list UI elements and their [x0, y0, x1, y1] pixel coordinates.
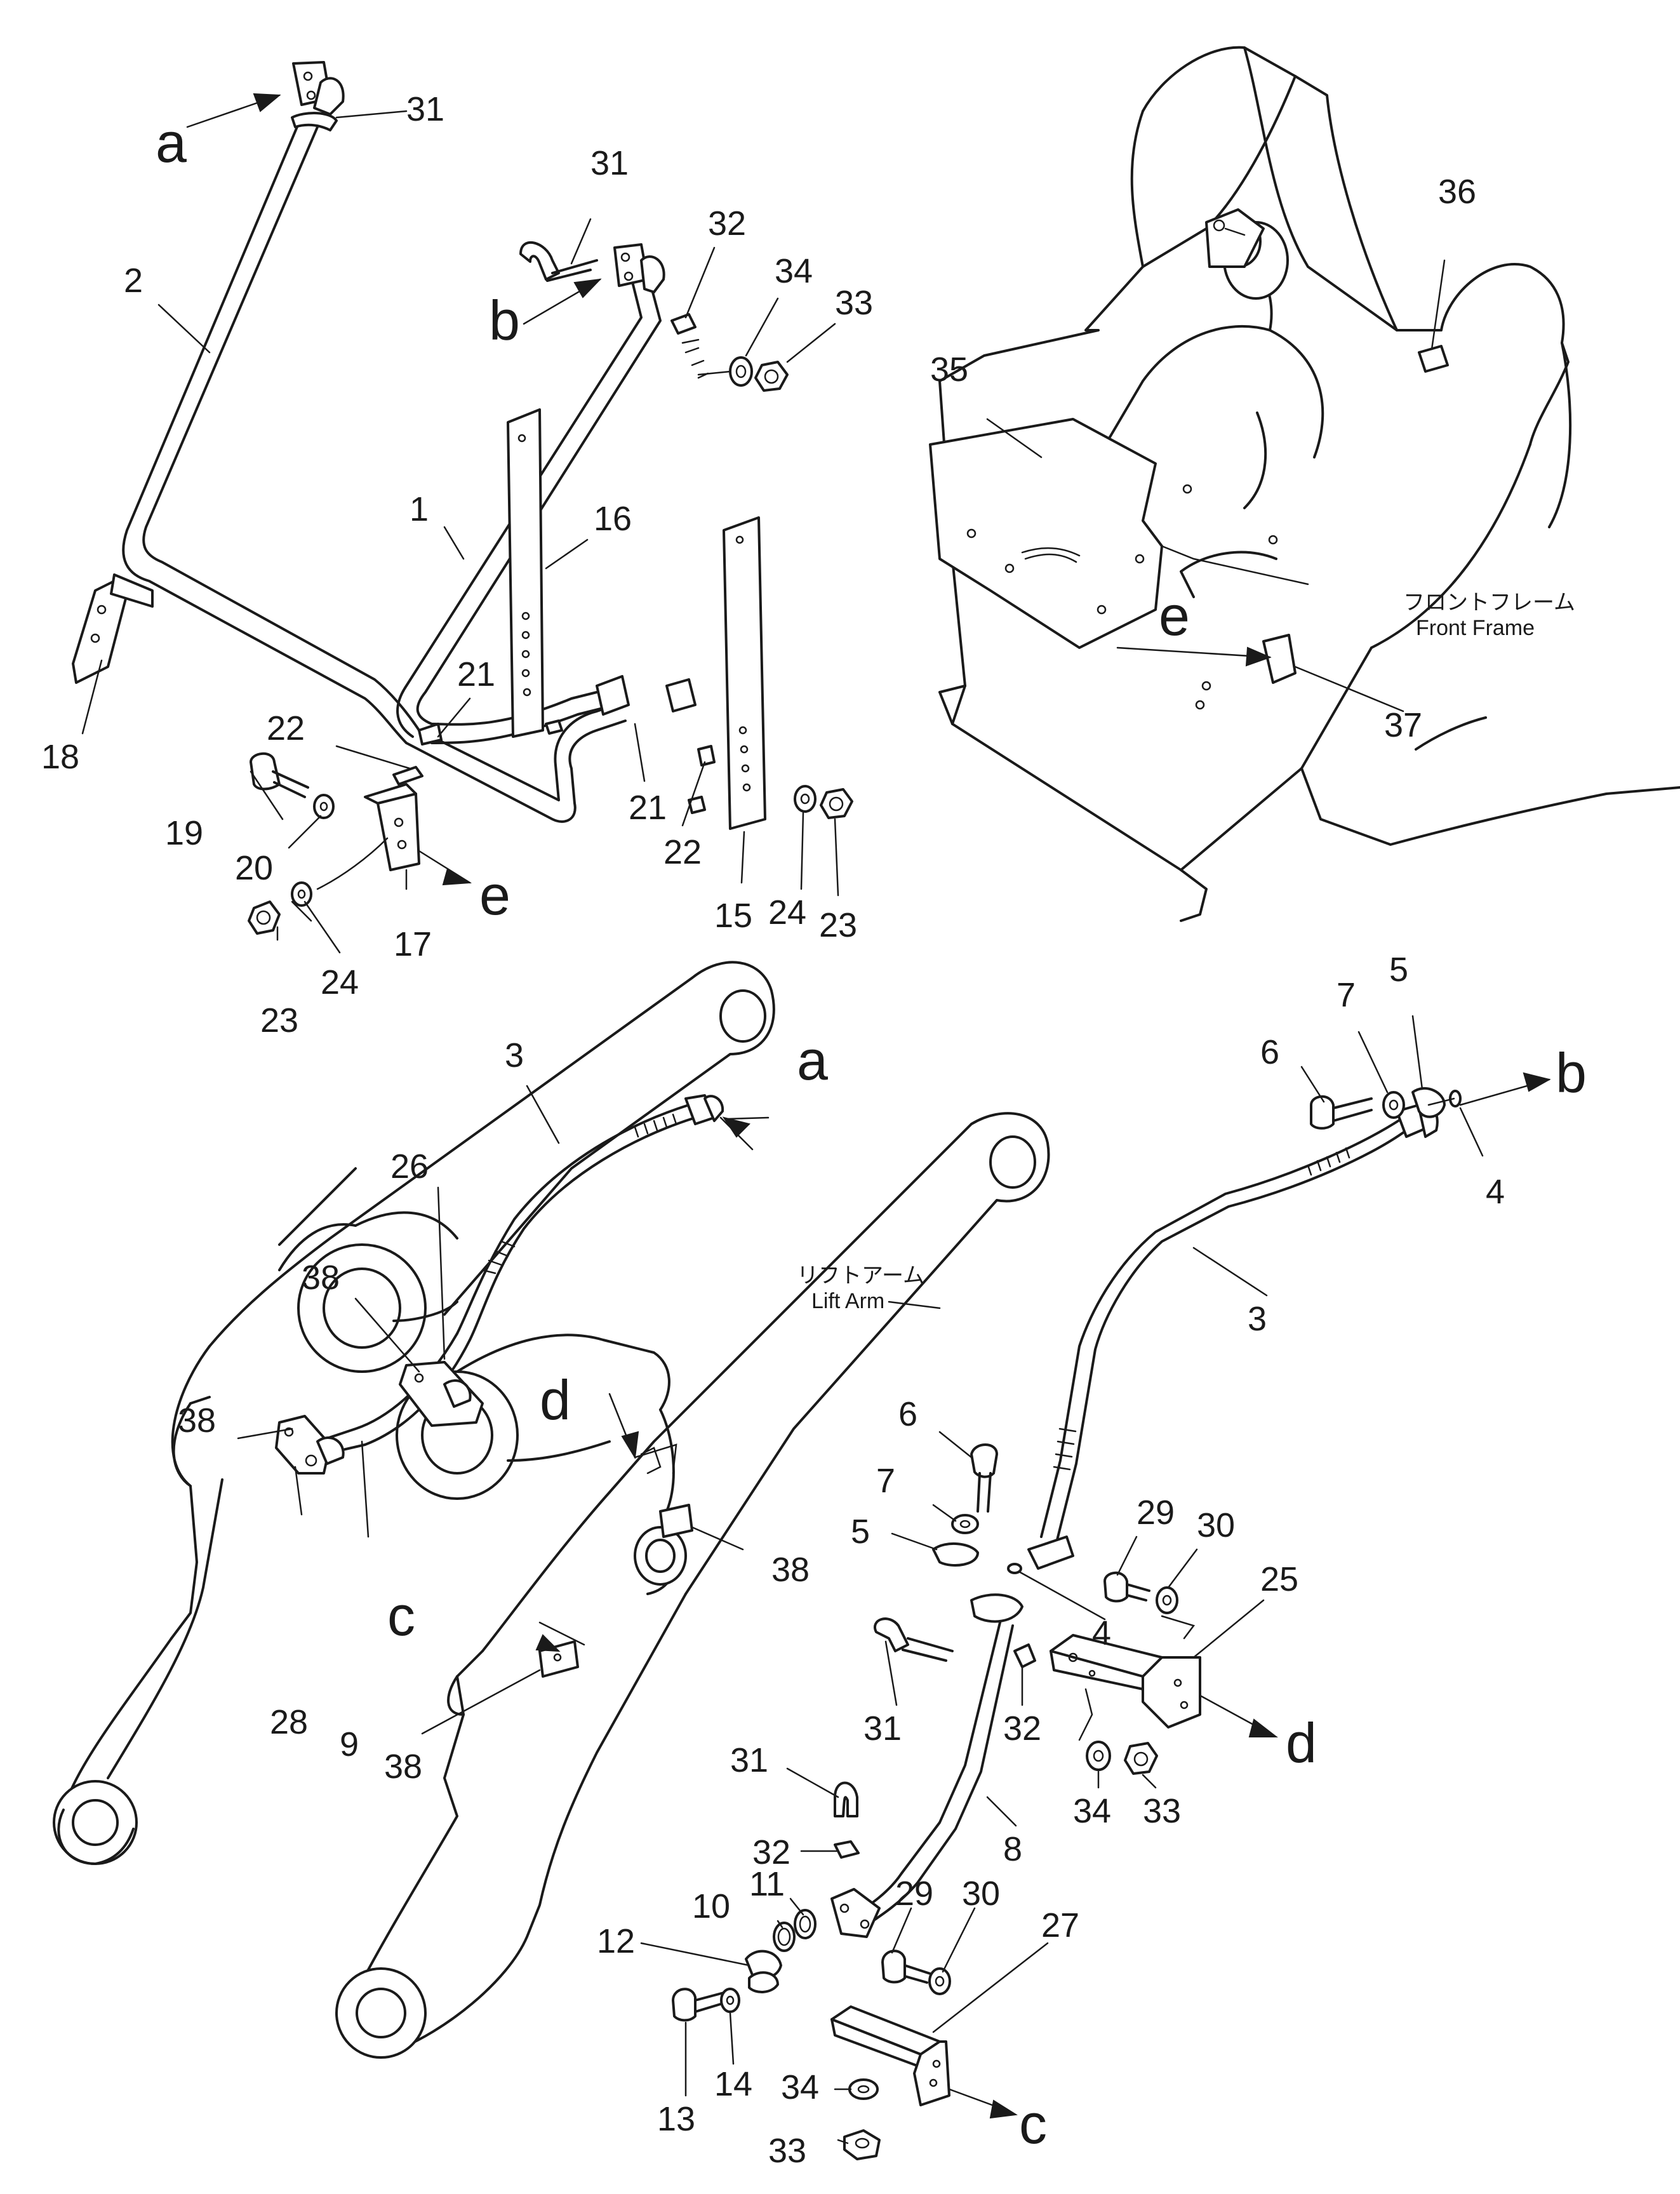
connector-a: a [797, 1029, 828, 1092]
connector-d: d [540, 1368, 571, 1431]
callout-4: 4 [1486, 1173, 1505, 1211]
callout-23: 23 [260, 1001, 298, 1040]
callout-6: 6 [898, 1395, 917, 1433]
callout-28: 28 [270, 1703, 308, 1741]
callout-22: 22 [267, 709, 305, 747]
callout-31: 31 [406, 90, 444, 128]
callout-38: 38 [302, 1259, 340, 1297]
callout-15: 15 [714, 897, 752, 935]
connector-e: e [479, 864, 510, 926]
lift-arm [53, 961, 1050, 2059]
callout-34: 34 [1073, 1792, 1111, 1830]
callout-32: 32 [1003, 1709, 1041, 1748]
front-frame-caption-en: Front Frame [1416, 616, 1535, 640]
callout-33: 33 [768, 2132, 806, 2170]
callout-31: 31 [863, 1709, 902, 1748]
callout-24: 24 [768, 893, 806, 932]
callout-35: 35 [930, 351, 968, 389]
callout-36: 36 [1438, 173, 1476, 211]
connector-e: e [1159, 584, 1190, 647]
callout-11: 11 [749, 1865, 785, 1903]
callout-8: 8 [1003, 1830, 1022, 1868]
callout-2: 2 [124, 262, 143, 300]
callout-34: 34 [775, 252, 813, 290]
callout-19: 19 [165, 814, 203, 852]
callout-25: 25 [1260, 1560, 1298, 1598]
front-frame [929, 46, 1680, 922]
callout-3: 3 [1248, 1300, 1267, 1338]
callout-1: 1 [410, 490, 429, 528]
callout-6: 6 [1260, 1033, 1279, 1071]
callout-38: 38 [384, 1748, 422, 1786]
callout-10: 10 [692, 1887, 730, 1925]
callout-9: 9 [340, 1725, 359, 1763]
callout-16: 16 [594, 500, 632, 538]
captions: フロントフレーム Front Frame リフトアーム Lift Arm [797, 591, 1575, 1313]
tube-assembly [72, 61, 853, 935]
callout-21: 21 [457, 655, 495, 693]
connector-letters: a b e e a b d c d c [156, 111, 1587, 2155]
callout-38: 38 [771, 1551, 810, 1589]
callout-22: 22 [663, 833, 702, 871]
callout-14: 14 [714, 2065, 752, 2103]
callout-29: 29 [895, 1875, 933, 1913]
lift-arm-caption-jp: リフトアーム [797, 1264, 924, 1288]
connector-b: b [489, 289, 520, 352]
callout-5: 5 [851, 1513, 870, 1551]
callout-7: 7 [876, 1462, 895, 1500]
callout-30: 30 [1197, 1506, 1235, 1544]
front-frame-caption-jp: フロントフレーム [1403, 591, 1575, 615]
connector-d: d [1286, 1711, 1317, 1774]
connector-c: c [1019, 2092, 1047, 2155]
callout-12: 12 [597, 1922, 635, 1960]
callout-31: 31 [730, 1741, 768, 1779]
lift-arm-caption-en: Lift Arm [811, 1289, 884, 1313]
callout-29: 29 [1137, 1494, 1175, 1532]
callout-37: 37 [1384, 706, 1422, 744]
callout-32: 32 [708, 204, 746, 243]
callout-26: 26 [390, 1147, 429, 1186]
callout-33: 33 [1143, 1792, 1181, 1830]
callout-30: 30 [962, 1875, 1000, 1913]
callout-13: 13 [657, 2100, 695, 2138]
callout-18: 18 [41, 738, 79, 776]
connector-b: b [1556, 1041, 1587, 1104]
callout-23: 23 [819, 906, 857, 944]
callout-32: 32 [752, 1833, 790, 1871]
callout-17: 17 [394, 925, 432, 963]
callout-5: 5 [1389, 951, 1408, 989]
callout-27: 27 [1041, 1906, 1079, 1944]
callout-38: 38 [178, 1401, 216, 1440]
callout-20: 20 [235, 849, 273, 887]
callout-4: 4 [1092, 1614, 1111, 1652]
callout-21: 21 [629, 789, 667, 827]
callout-24: 24 [321, 963, 359, 1001]
callout-34: 34 [781, 2068, 819, 2106]
callout-numbers: 31 2 18 31 32 34 33 1 16 21 22 21 22 19 … [41, 90, 1505, 2170]
connector-a: a [156, 111, 187, 174]
connector-c: c [387, 1584, 415, 1647]
callout-33: 33 [835, 284, 873, 322]
callout-7: 7 [1337, 976, 1356, 1014]
leaders [81, 93, 1551, 2144]
callout-31: 31 [590, 144, 629, 182]
hose-assembly [672, 1087, 1462, 2160]
callout-3: 3 [505, 1036, 524, 1074]
